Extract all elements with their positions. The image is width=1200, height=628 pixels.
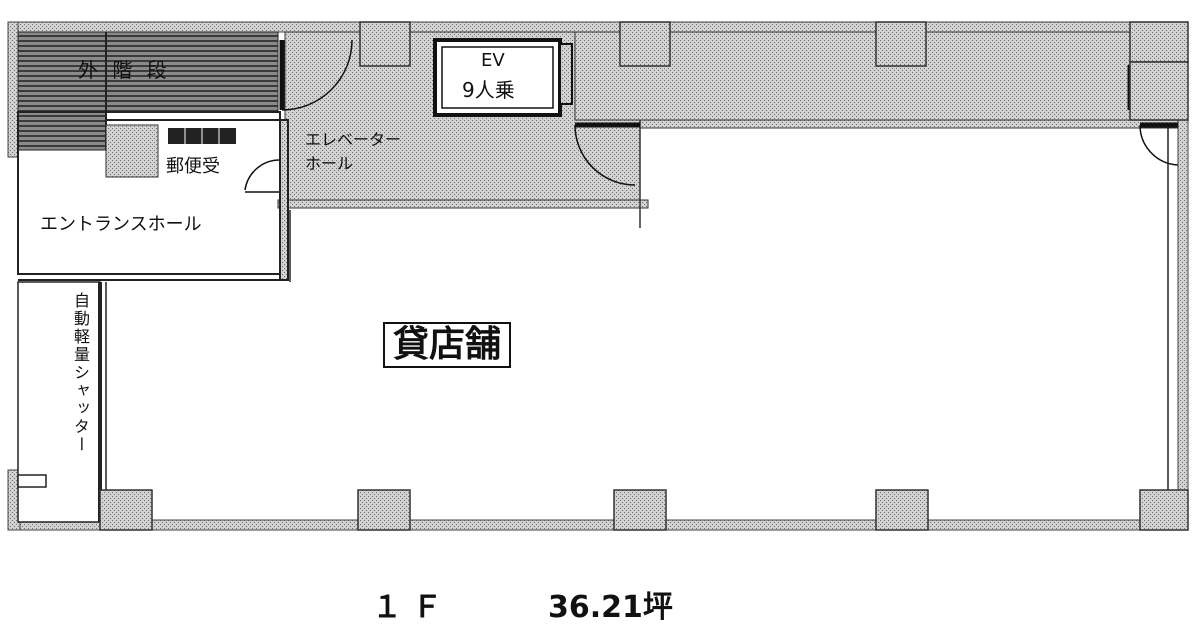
ev-label: EV [481, 50, 505, 71]
outer-stairs-area [17, 31, 279, 151]
columns [99, 21, 1189, 531]
store-label: 貸店舗 [383, 322, 512, 368]
outer-stairs-label: 外 階 段 [78, 58, 171, 82]
elevator-hall-area [277, 31, 1179, 228]
floor-label: １Ｆ [372, 590, 452, 625]
mailbox-block [105, 124, 236, 178]
entrance-hall-outline [17, 111, 289, 281]
area-label: 36.21坪 [548, 590, 673, 625]
entrance-hall-label: エントランスホール [40, 214, 202, 235]
elevator-hall-label: エレベーター [305, 130, 402, 149]
elevator-hall-label-2: ホール [305, 154, 354, 173]
ev-capacity-label: 9人乗 [462, 78, 515, 102]
store-boundary [105, 128, 1169, 520]
elevator-car [433, 38, 573, 117]
shutter-label: 自動軽量シャッター [71, 292, 90, 454]
mailbox-label: 郵便受 [166, 156, 220, 177]
shutter-strip [17, 281, 102, 523]
